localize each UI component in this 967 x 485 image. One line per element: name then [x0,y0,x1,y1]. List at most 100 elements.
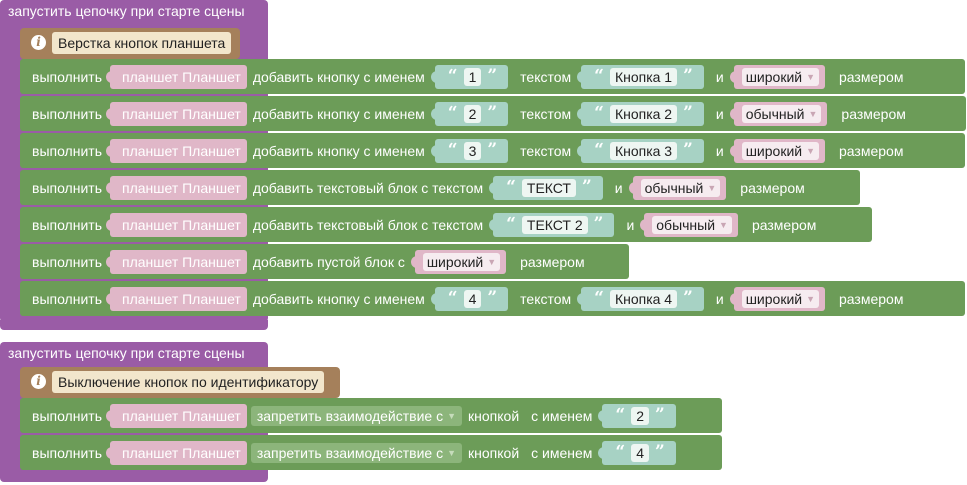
open-quote-icon: “ [615,405,626,425]
tablet-object-block[interactable]: планшет Планшет [106,403,247,428]
close-quote-icon: ” [593,214,604,234]
action-row[interactable]: выполнить планшет Планшет добавить кнопк… [20,96,966,131]
comment-block[interactable]: i Выключение кнопок по идентификатору [20,367,340,398]
row-do-label: выполнить [32,216,102,233]
name-label: с именем [531,407,593,424]
action-row[interactable]: выполнить планшет Планшет запретить взаи… [20,398,722,433]
action-row[interactable]: выполнить планшет Планшет добавить текст… [20,207,872,242]
row-do-label: выполнить [32,290,102,307]
info-icon: i [31,374,46,389]
size-dropdown[interactable]: обычный▼ [640,212,738,237]
and-label: и [715,68,724,85]
action-label: добавить кнопку с именем [252,68,425,85]
button-name-string[interactable]: “ 4 ” [430,286,509,311]
open-quote-icon: “ [447,66,458,86]
action-row[interactable]: выполнить планшет Планшет добавить текст… [20,170,860,205]
size-dropdown[interactable]: широкий▼ [410,249,507,274]
row-do-label: выполнить [32,407,102,424]
target-label: кнопкой [468,407,520,424]
open-quote-icon: “ [594,103,604,123]
action-label: добавить кнопку с именем [252,105,425,122]
tablet-object-block[interactable]: планшет Планшет [106,286,247,311]
dropdown-arrow-icon: ▼ [808,108,818,119]
button-name-string[interactable]: “ 4 ” [598,440,676,465]
row-do-label: выполнить [32,142,102,159]
and-label: и [715,290,724,307]
action-value: запретить взаимодействие с [256,407,444,424]
close-quote-icon: ” [487,140,498,160]
button-text-string[interactable]: “ Кнопка 4 ” [577,286,704,311]
string-value[interactable]: ТЕКСТ [521,178,576,197]
string-value[interactable]: 2 [463,104,482,123]
action-row[interactable]: выполнить планшет Планшет запретить взаи… [20,435,722,470]
tablet-object-block[interactable]: планшет Планшет [106,175,247,200]
row-do-label: выполнить [32,105,102,122]
text-block-string[interactable]: “ ТЕКСТ 2 ” [489,212,615,237]
dropdown-arrow-icon: ▼ [806,293,816,304]
action-label: добавить кнопку с именем [252,290,425,307]
button-name-string[interactable]: “ 2 ” [598,403,676,428]
dropdown-arrow-icon: ▼ [487,256,497,267]
size-dropdown[interactable]: широкий▼ [729,286,826,311]
size-value: широкий [745,290,803,307]
dropdown-arrow-icon: ▼ [447,410,457,421]
tablet-object-block[interactable]: планшет Планшет [106,138,247,163]
string-value[interactable]: Кнопка 1 [609,67,678,86]
string-value[interactable]: 2 [631,406,649,425]
row-do-label: выполнить [32,253,102,270]
tablet-object-block[interactable]: планшет Планшет [106,101,247,126]
open-quote-icon: “ [506,214,516,234]
comment-text[interactable]: Выключение кнопок по идентификатору [52,371,325,393]
comment-text[interactable]: Верстка кнопок планшета [52,32,232,54]
tablet-object-block[interactable]: планшет Планшет [106,212,247,237]
comment-block[interactable]: i Верстка кнопок планшета [20,28,240,59]
size-value: широкий [745,142,803,159]
size-label: размером [839,290,904,307]
string-value[interactable]: 4 [463,289,482,308]
dropdown-arrow-icon: ▼ [806,71,816,82]
size-label: размером [839,142,904,159]
action-row[interactable]: выполнить планшет Планшет добавить кнопк… [20,59,965,94]
and-label: и [715,105,724,122]
button-text-string[interactable]: “ Кнопка 2 ” [577,101,704,126]
tablet-object-block[interactable]: планшет Планшет [106,249,247,274]
action-label: добавить текстовый блок с текстом [252,179,484,196]
action-dropdown[interactable]: запретить взаимодействие с ▼ [250,442,463,463]
button-name-string[interactable]: “ 1 ” [430,64,509,89]
action-row[interactable]: выполнить планшет Планшет добавить кнопк… [20,133,965,168]
with-text-label: текстом [520,105,572,122]
text-block-string[interactable]: “ ТЕКСТ ” [489,175,603,200]
button-name-string[interactable]: “ 2 ” [430,101,509,126]
event-block-footer [0,320,268,330]
tablet-object-block[interactable]: планшет Планшет [106,64,247,89]
button-name-string[interactable]: “ 3 ” [430,138,509,163]
size-dropdown[interactable]: широкий▼ [729,64,826,89]
row-do-label: выполнить [32,179,102,196]
tablet-object-block[interactable]: планшет Планшет [106,440,247,465]
dropdown-arrow-icon: ▼ [806,145,816,156]
string-value[interactable]: 1 [463,67,482,86]
open-quote-icon: “ [447,140,458,160]
close-quote-icon: ” [487,103,498,123]
action-row[interactable]: выполнить планшет Планшет добавить кнопк… [20,281,965,316]
close-quote-icon: ” [655,405,665,425]
string-value[interactable]: 3 [463,141,482,160]
open-quote-icon: “ [594,288,604,308]
action-dropdown[interactable]: запретить взаимодействие с ▼ [250,405,463,426]
dropdown-arrow-icon: ▼ [447,447,457,458]
string-value[interactable]: 4 [631,443,649,462]
close-quote-icon: ” [683,140,693,160]
button-text-string[interactable]: “ Кнопка 1 ” [577,64,704,89]
action-row[interactable]: выполнить планшет Планшет добавить пусто… [20,244,629,279]
size-dropdown[interactable]: обычный▼ [729,101,828,126]
size-dropdown[interactable]: обычный▼ [628,175,727,200]
string-value[interactable]: Кнопка 4 [609,289,678,308]
string-value[interactable]: Кнопка 2 [609,104,678,123]
size-dropdown[interactable]: широкий▼ [729,138,826,163]
string-value[interactable]: Кнопка 3 [609,141,678,160]
button-text-string[interactable]: “ Кнопка 3 ” [577,138,704,163]
name-label: с именем [531,444,593,461]
string-value[interactable]: ТЕКСТ 2 [521,215,588,234]
with-text-label: текстом [520,290,572,307]
close-quote-icon: ” [655,442,665,462]
